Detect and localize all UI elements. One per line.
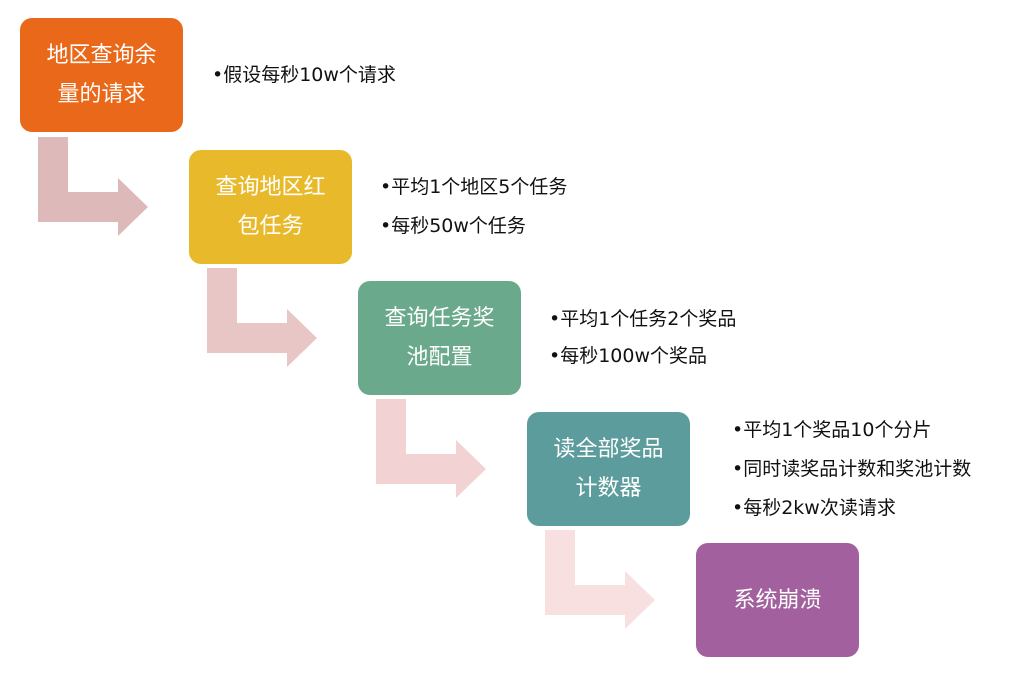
step-label-line: 池配置 xyxy=(406,345,473,370)
note-item: •每秒2kw次读请求 xyxy=(732,497,896,519)
step-notes-2: •平均1个地区5个任务 •每秒50w个任务 xyxy=(380,168,567,246)
step-label-line: 系统崩溃 xyxy=(733,587,822,613)
step-box-task-query: 查询地区红 包任务 xyxy=(189,150,352,264)
note-item: •假设每秒10w个请求 xyxy=(212,64,396,86)
step-box-system-crash: 系统崩溃 xyxy=(696,543,859,657)
step-label-line: 量的请求 xyxy=(57,82,146,107)
note-item: •平均1个地区5个任务 xyxy=(380,176,568,198)
note-item: •每秒100w个奖品 xyxy=(549,345,708,367)
step-label-line: 查询任务奖 xyxy=(384,306,495,331)
step-box-pool-config: 查询任务奖 池配置 xyxy=(358,281,521,395)
step-notes-1: •假设每秒10w个请求 xyxy=(212,56,396,95)
step-label-line: 查询地区红 xyxy=(215,175,326,200)
note-item: •平均1个任务2个奖品 xyxy=(549,308,737,330)
step-box-counter-read: 读全部奖品 计数器 xyxy=(527,412,690,526)
note-item: •平均1个奖品10个分片 xyxy=(732,419,932,441)
step-label-line: 计数器 xyxy=(575,476,642,501)
note-item: •每秒50w个任务 xyxy=(380,215,526,237)
bent-arrow-1 xyxy=(38,137,148,236)
step-label-line: 读全部奖品 xyxy=(553,437,664,462)
step-label-line: 地区查询余 xyxy=(46,43,157,68)
step-box-region-query: 地区查询余 量的请求 xyxy=(20,18,183,132)
step-label-line: 包任务 xyxy=(237,214,304,239)
bent-arrow-3 xyxy=(376,399,486,498)
step-notes-4: •平均1个奖品10个分片 •同时读奖品计数和奖池计数 •每秒2kw次读请求 xyxy=(732,411,971,528)
bent-arrow-4 xyxy=(545,530,655,629)
bent-arrow-2 xyxy=(207,268,317,367)
step-notes-3: •平均1个任务2个奖品 •每秒100w个奖品 xyxy=(549,301,736,375)
note-item: •同时读奖品计数和奖池计数 xyxy=(732,458,972,480)
